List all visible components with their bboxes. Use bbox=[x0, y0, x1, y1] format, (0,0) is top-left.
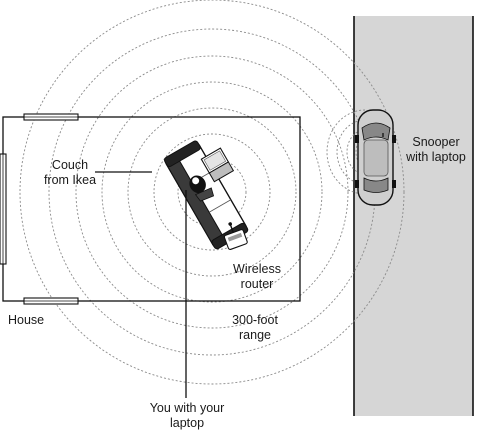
range-ring bbox=[75, 55, 349, 329]
range-ring bbox=[101, 81, 323, 303]
snooper-label-line2: with laptop bbox=[406, 150, 466, 164]
snooper-car bbox=[355, 109, 396, 206]
snooper-label-line1: Snooper bbox=[412, 135, 460, 149]
couch-label: Couch from Ikea bbox=[40, 158, 100, 188]
range-label-line2: range bbox=[239, 328, 271, 342]
you-label: You with your laptop bbox=[140, 401, 234, 431]
you-label-line2: laptop bbox=[169, 416, 205, 430]
wireless-router bbox=[223, 222, 248, 250]
range-label: 300-foot range bbox=[222, 313, 288, 343]
router-label-line1: Wireless bbox=[233, 262, 281, 276]
house bbox=[0, 113, 301, 305]
router-label: Wireless router bbox=[226, 262, 288, 292]
house-label-text: House bbox=[8, 313, 45, 327]
range-label-line1: 300-foot bbox=[232, 313, 278, 327]
couch-label-line2: from Ikea bbox=[43, 173, 97, 187]
range-ring bbox=[19, 0, 405, 385]
snooper-label: Snooper with laptop bbox=[398, 135, 474, 165]
router-label-line2: router bbox=[240, 277, 274, 291]
your-laptop bbox=[200, 147, 235, 183]
range-ring bbox=[153, 133, 271, 251]
you-label-line1: You with your bbox=[149, 401, 225, 415]
street bbox=[353, 16, 474, 416]
leader-lines bbox=[95, 133, 384, 398]
house-label: House bbox=[8, 313, 44, 328]
couch-label-line1: Couch bbox=[51, 158, 89, 172]
range-ring bbox=[127, 107, 297, 277]
